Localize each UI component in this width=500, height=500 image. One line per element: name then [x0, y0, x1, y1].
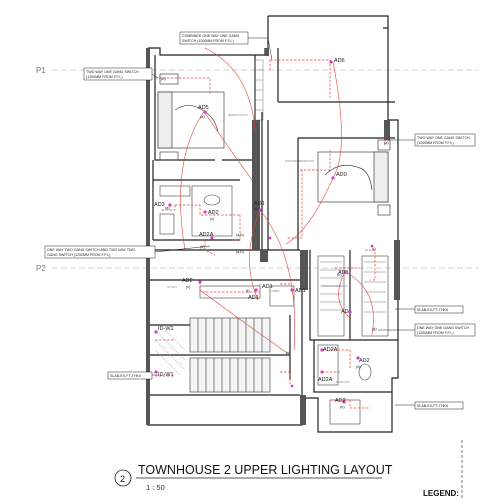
drawing-number-circle: [114, 469, 132, 487]
switch-code: (a): [384, 141, 389, 145]
light-fixture-ad2-c: [356, 356, 360, 360]
fixture-label-ad2a-c: AD2A: [318, 377, 333, 383]
walls: [147, 15, 399, 433]
callout-slab-right-2: SLAB-EX-FT-THK0: [417, 404, 448, 408]
room-label-bedroom: BEDROOM 02: [228, 113, 248, 117]
fixture-label-ad0: AD0: [336, 172, 347, 178]
callout-two-way-right-2: (1200MM FROM F.F.L): [417, 141, 454, 145]
callout-one-way-right-2: (1200MM FROM F.F.L): [417, 331, 454, 335]
switch-code: (d): [356, 365, 361, 369]
light-fixture-ad1-c: [254, 288, 258, 292]
fixture-label-ad2a-a: AD2A: [199, 232, 214, 238]
wall-fills: [146, 48, 400, 425]
wiring-dashed: [155, 59, 386, 409]
fixture-label-ad3: AD3: [154, 202, 165, 208]
switch-code: (f): [246, 289, 250, 293]
drawing-number: 2: [120, 474, 125, 484]
callout-one-two-way-1: ONE WAY TWO GANG SWITCH AND TWO WAY TWO: [47, 248, 136, 252]
light-fixture-ad6: [329, 60, 333, 64]
callout-two-way-left-2: (1200MM FROM F.F.L): [86, 75, 123, 79]
drawing-scale: 1 : 50: [146, 483, 165, 492]
fixture-label-ad1-e: AD1: [338, 270, 349, 276]
switch-code: (c): [210, 217, 215, 221]
switch-code: (b): [254, 207, 259, 211]
fixture-label-ad6: AD6: [334, 58, 345, 64]
callout-slab-right-1: SLAB-EX-FT-THK0: [417, 308, 448, 312]
switch-code: (a): [200, 115, 205, 119]
callout-combined-switch-1: COMBINED ONE WAY ONE GANG: [182, 34, 239, 38]
fixture-label-ad2-a: AD2: [208, 210, 219, 216]
light-fixture-ad1-a: [258, 208, 262, 212]
legend-label: LEGEND:: [423, 489, 459, 498]
light-fixture-ad2-d: [342, 400, 346, 404]
fixture-label-ad1-b: AD1: [248, 295, 259, 301]
switch-code: (c): [186, 285, 191, 289]
switch-code: (b): [161, 77, 166, 81]
fixture-label-idw1-b: ID-W1: [158, 372, 174, 378]
light-fixture-ad2a-c: [320, 370, 324, 374]
stair-treads: [197, 318, 263, 392]
fixture-label-ad1-d: AD1: [295, 288, 306, 294]
fixture-label-ad-f: AD: [341, 309, 349, 315]
light-fixture-ad-f: [348, 310, 352, 314]
switch-code: (a,b): [236, 233, 245, 237]
light-fixture-idw1-a: [154, 330, 158, 334]
light-fixture-ad2-a: [203, 210, 207, 214]
callout-one-way-right-1: ONE WAY ONE GANG SWITCH: [417, 326, 469, 330]
callout-two-way-right-1: TWO WAY ONE GANG SWITCH: [417, 136, 470, 140]
callout-leaders: [151, 37, 415, 406]
wiring-arcs: [180, 47, 374, 356]
fixture-label-ad2-c: AD2: [359, 358, 370, 364]
fixture-dots: [154, 60, 374, 404]
bathroom-fixtures: [159, 185, 389, 425]
room-label-lobby: LOBBY: [270, 289, 280, 293]
gridline-p2-label: P2: [36, 264, 46, 273]
grid-lines: [52, 69, 478, 269]
switch-code: (a,b): [236, 250, 245, 254]
light-fixture-ad0: [331, 176, 335, 180]
callout-combined-switch-2: SWITCH (1200MM FROM F.F.L): [182, 39, 234, 43]
fixture-label-ad5: AD5: [198, 105, 209, 111]
fixture-label-ad2a-b: AD2A: [323, 347, 338, 353]
light-fixture-ad5: [203, 110, 207, 114]
room-label-ensuite: ENSUITE: [336, 380, 349, 384]
light-fixture-ad2-b: [198, 280, 202, 284]
switch-code: (a): [165, 206, 170, 210]
bed-bedroom-02: [157, 73, 225, 161]
switch-code: (d): [286, 351, 291, 355]
fixture-label-ad1-a: AD1: [254, 201, 265, 207]
light-fixture-ad3: [168, 203, 172, 207]
bed-master: [317, 139, 391, 216]
switch-code: (f): [372, 247, 376, 251]
fixture-label-ad2-d: AD2: [335, 398, 346, 404]
light-fixture-ad1-e: [343, 270, 347, 274]
room-label-study: STUDY: [167, 285, 177, 289]
callout-one-two-way-2: GANG SWITCH (1200MM FROM F.F.L): [47, 253, 110, 257]
switch-code: (e): [340, 405, 345, 409]
fixture-label-ad2-b: AD2: [182, 278, 193, 284]
callout-two-way-left-1: TWO WAY ONE GANG SWITCH: [86, 70, 139, 74]
light-fixture-idw1-b: [154, 370, 158, 374]
switch-code: (g): [372, 327, 377, 331]
switch-code: (e): [337, 273, 342, 277]
fixture-label-idw1-a: ID-W1: [158, 326, 174, 332]
drawing-title: TOWNHOUSE 2 UPPER LIGHTING LAYOUT: [138, 463, 393, 477]
light-fixture-ad2a-b: [320, 348, 324, 352]
light-fixture-ad2a-a: [210, 236, 214, 240]
gridline-p1-label: P1: [36, 66, 46, 75]
room-label-walkin: WALK-IN CLOSET: [322, 284, 347, 288]
void-hatch: [154, 329, 186, 376]
fixture-label-ad1-c: AD1: [262, 284, 273, 290]
light-fixture-ad1-d: [290, 288, 294, 292]
room-label-master: MASTER BEDROOM: [285, 159, 314, 163]
callout-slab-left: SLAB-EX-FT-THK0: [110, 374, 141, 378]
bedroom-wardrobe: [254, 59, 264, 121]
